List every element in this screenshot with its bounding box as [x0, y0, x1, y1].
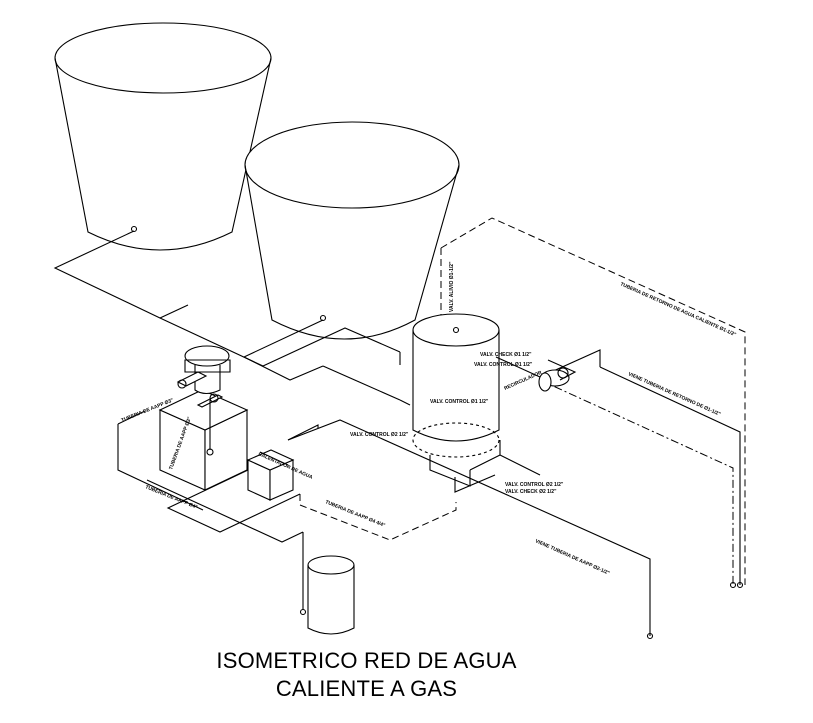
label-recirculador: RECIRCULADOR	[503, 370, 543, 392]
recirculating-pump-box	[246, 449, 295, 501]
diagram-title-line-1: ISOMETRICO RED DE AGUA	[216, 648, 517, 673]
isometric-piping-diagram: TUBERIA DE RETORNO DE AGUA CALIENTE Ø1-1…	[53, 22, 746, 640]
label-retorno-top: TUBERIA DE RETORNO DE AGUA CALIENTE Ø1-1…	[619, 281, 737, 338]
label-valv-control-4: VALV. CONTROL Ø2 1/2"	[505, 482, 564, 488]
water-piping-dashed	[299, 217, 746, 589]
label-retorno-viene: VIENE TUBERIA DE RETORNO DE Ø1-1/2"	[627, 371, 722, 418]
water-tank-center	[244, 121, 460, 340]
label-valv-control-2: VALV. CONTROL Ø1 1/2"	[430, 399, 489, 405]
pump-assembly	[538, 359, 577, 392]
label-valv-check-1: VALV. CHECK Ø1 1/2"	[480, 352, 532, 358]
gas-water-heater	[158, 345, 249, 491]
hot-water-cylinder	[412, 313, 501, 493]
label-valv-alivio: VALV. ALIVIO Ø1-1/2"	[449, 261, 455, 312]
water-tank-left	[54, 22, 272, 251]
label-valv-control-3: VALV. CONTROL Ø2 1/2"	[350, 432, 409, 438]
gas-cylinder	[299, 555, 355, 635]
label-tub-aapp-4: TUBERIA DE AAPP Ø4 4/4"	[324, 499, 386, 529]
diagram-title-line-2: CALIENTE A GAS	[275, 676, 458, 701]
label-viene-tuberia: VIENE TUBERIA DE AAPP Ø2-1/2"	[534, 538, 611, 577]
label-valv-check-2: VALV. CHECK Ø2 1/2"	[505, 489, 557, 495]
label-valv-control-1: VALV. CONTROL Ø1 1/2"	[474, 362, 533, 368]
